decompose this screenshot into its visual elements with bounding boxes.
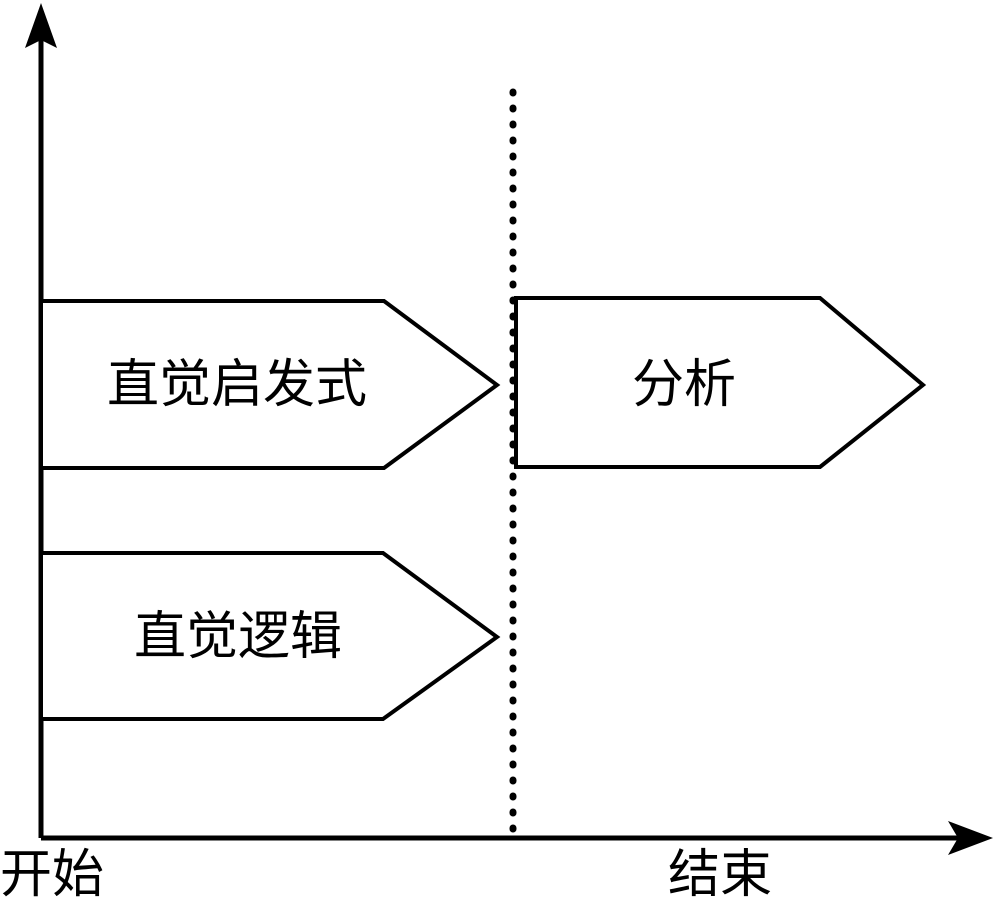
axis-label-start: 开始 [0,847,105,904]
shape-analysis[interactable] [514,296,927,469]
shape-intuitive-logic[interactable] [39,551,501,721]
shape-intuitive-heuristic[interactable] [39,299,501,470]
shape-label-analysis: 分析 [631,357,737,414]
shape-label-intuitive-heuristic: 直觉启发式 [106,357,368,414]
horizontal-axis [41,821,993,855]
axis-label-end: 结束 [668,847,773,904]
shape-label-intuitive-logic: 直觉逻辑 [133,609,343,666]
